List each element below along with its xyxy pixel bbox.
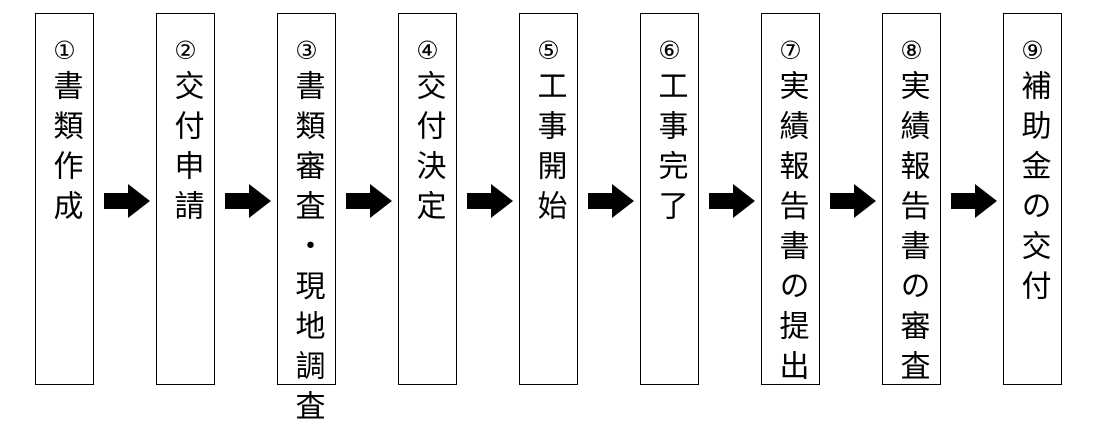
step-number: ②: [174, 36, 197, 65]
step-label: 交付決定: [410, 70, 446, 230]
right-arrow-icon: [467, 184, 513, 218]
step-label: 書類作成: [47, 70, 83, 230]
step-label: 書類審査・現地調査: [289, 70, 325, 430]
step-box-7: ⑦ 実績報告書の提出: [761, 13, 820, 390]
right-arrow-icon: [951, 184, 997, 218]
right-arrow-icon: [225, 184, 271, 218]
step-label: 工事完了: [652, 70, 688, 230]
step-box-9: ⑨ 補助金の交付: [1003, 13, 1062, 385]
step-box-5: ⑤ 工事開始: [519, 13, 578, 385]
step-box-1: ① 書類作成: [35, 13, 94, 385]
step-label: 工事開始: [531, 70, 567, 230]
step-number: ⑥: [658, 36, 681, 65]
right-arrow-icon: [588, 184, 634, 218]
step-label: 補助金の交付: [1015, 70, 1051, 310]
step-box-3: ③ 書類審査・現地調査: [277, 13, 336, 430]
right-arrow-icon: [104, 184, 150, 218]
right-arrow-icon: [346, 184, 392, 218]
step-box-4: ④ 交付決定: [398, 13, 457, 385]
right-arrow-icon: [709, 184, 755, 218]
step-number: ④: [416, 36, 439, 65]
step-box-6: ⑥ 工事完了: [640, 13, 699, 385]
step-number: ⑦: [779, 36, 802, 65]
step-label: 交付申請: [168, 70, 204, 230]
step-number: ⑧: [900, 36, 923, 65]
step-number: ⑤: [537, 36, 560, 65]
step-box-8: ⑧ 実績報告書の審査: [882, 13, 941, 390]
step-box-2: ② 交付申請: [156, 13, 215, 385]
step-label: 実績報告書の審査: [894, 70, 930, 390]
step-label: 実績報告書の提出: [773, 70, 809, 390]
step-number: ⑨: [1021, 36, 1044, 65]
right-arrow-icon: [830, 184, 876, 218]
step-number: ③: [295, 36, 318, 65]
step-number: ①: [53, 36, 76, 65]
process-flow-diagram: ① 書類作成 ② 交付申請 ③ 書類審査・現地調査 ④ 交付決定 ⑤ 工事開始 ⑥ 工事完了 ⑦ 実績報告…: [35, 13, 1062, 430]
